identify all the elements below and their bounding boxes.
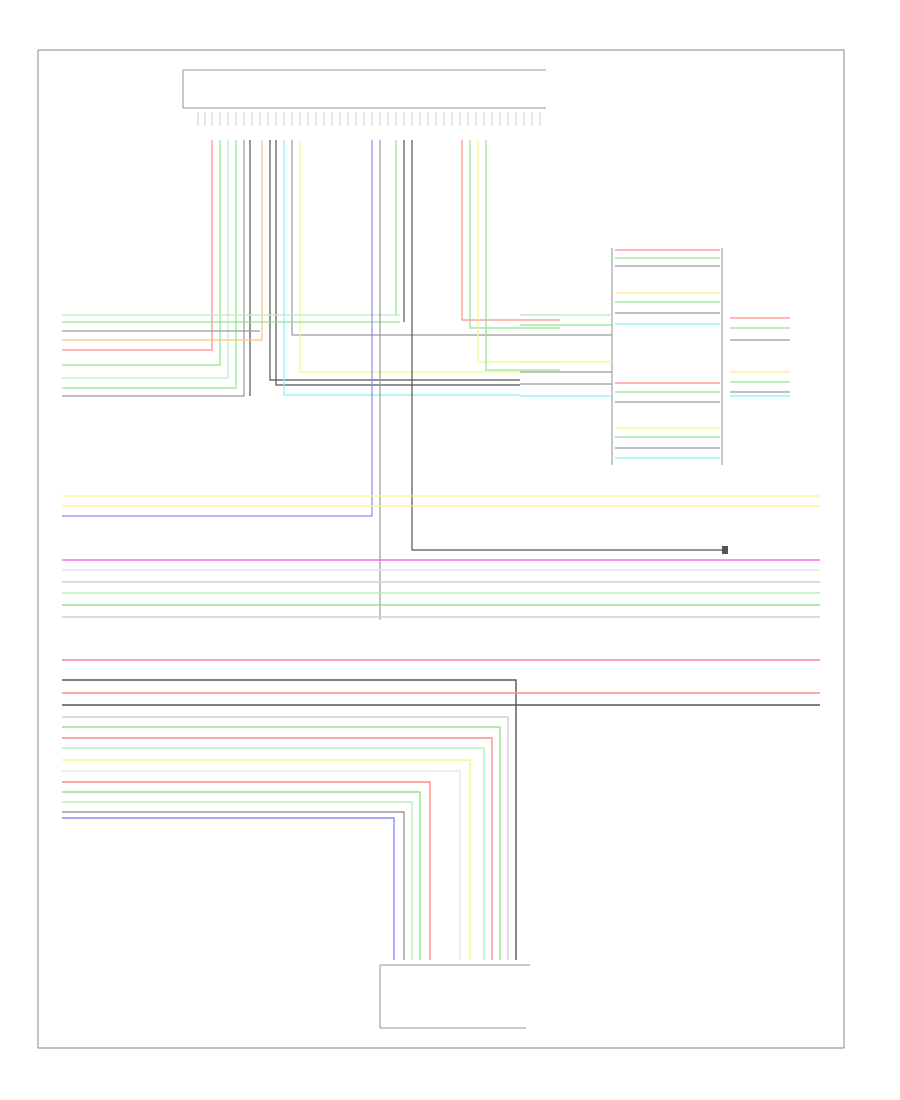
- wire-green-1: [62, 140, 221, 366]
- wire-white-row-b: [62, 770, 461, 960]
- bottom-wire-bundle: [62, 679, 820, 960]
- wire-lightgray-row-b: [62, 716, 509, 960]
- wire-lightgreen-row-b2: [62, 801, 413, 960]
- wire-green-2: [62, 140, 237, 389]
- wire-red-row-b2: [62, 737, 493, 960]
- wire-orange-1: [62, 140, 263, 341]
- wire-gray-2: [291, 140, 520, 336]
- wire-green-row-b2: [62, 791, 421, 960]
- mid-wire-rows: [62, 495, 820, 507]
- wire-black-2: [269, 140, 520, 381]
- diagram-border: [37, 49, 845, 1049]
- top-connector: [182, 69, 546, 126]
- wire-blue-row-b: [62, 817, 395, 960]
- wire-red-1: [62, 140, 213, 351]
- wire-red-row-b3: [62, 781, 431, 960]
- wire-green-5: [485, 140, 560, 371]
- top-left-wire-group: [62, 140, 520, 397]
- bottom-connector: [379, 964, 530, 1029]
- wire-yellow-row-b: [62, 759, 471, 960]
- ground-symbol: [722, 546, 728, 554]
- left-wire-rows-1: [62, 314, 400, 332]
- wire-black-row-b1: [62, 679, 517, 960]
- wire-yellow-1: [299, 140, 520, 373]
- wire-green-4: [469, 140, 560, 329]
- top-right-wire-group: [461, 140, 560, 371]
- wire-lightgreen-1: [62, 140, 229, 379]
- wire-yellow-2: [477, 140, 560, 363]
- wire-black-3: [275, 140, 520, 386]
- right-connector-group: [520, 248, 790, 465]
- wire-green-row-b: [62, 726, 501, 960]
- wire-blue-1: [62, 140, 373, 517]
- wire-gray-row-b: [62, 811, 405, 960]
- top-center-wire-group: [62, 140, 722, 620]
- wire-lightgreen-row-b: [62, 747, 485, 960]
- wire-rows-560: [62, 559, 820, 618]
- wire-cyan-1: [283, 140, 520, 396]
- wire-black-5: [411, 140, 722, 551]
- wire-red-2: [461, 140, 560, 321]
- wire-gray-1: [62, 140, 245, 397]
